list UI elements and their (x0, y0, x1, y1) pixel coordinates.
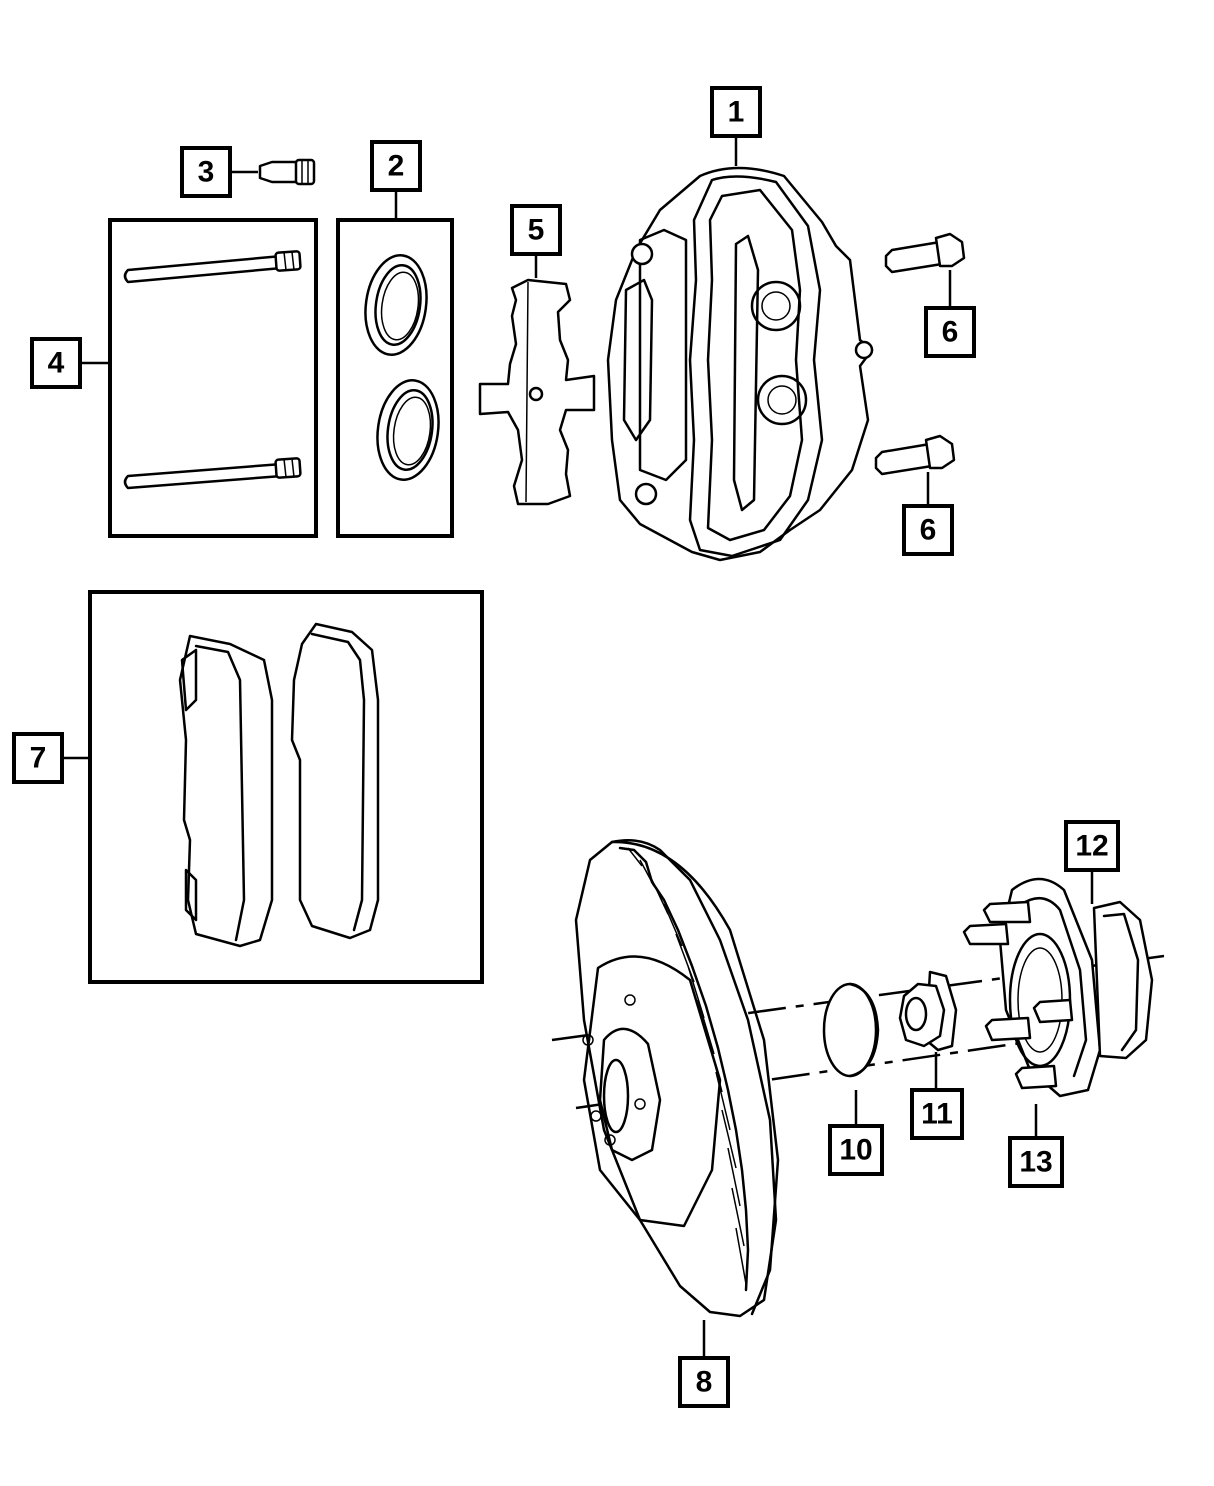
callout-7: 7 (12, 732, 64, 784)
callout-13-label: 13 (1019, 1146, 1052, 1179)
brake-pads (178, 622, 380, 948)
wheel-studs (962, 900, 1074, 1136)
callout-1-label: 1 (728, 96, 745, 129)
callout-3: 3 (180, 146, 232, 198)
hub-nut (898, 970, 958, 1088)
pin-kit-frame (82, 218, 318, 538)
guide-pins (123, 250, 302, 490)
callout-7-label: 7 (30, 742, 47, 775)
caliper-bolt-upper (884, 232, 966, 306)
callout-1: 1 (710, 86, 762, 138)
callout-12-label: 12 (1075, 830, 1108, 863)
callout-6-upper: 6 (924, 306, 976, 358)
callout-2-label: 2 (388, 150, 405, 183)
bleeder-screw (232, 158, 316, 186)
callout-6-lower: 6 (902, 504, 954, 556)
callout-8: 8 (678, 1356, 730, 1408)
callout-2: 2 (370, 140, 422, 192)
piston-seals (364, 254, 440, 481)
callout-3-label: 3 (198, 156, 215, 189)
caliper (606, 136, 874, 562)
callout-10-label: 10 (839, 1134, 872, 1167)
seal-kit-frame (336, 190, 454, 538)
brake-rotor (574, 839, 780, 1356)
callout-13: 13 (1008, 1136, 1064, 1188)
callout-4-label: 4 (48, 347, 65, 380)
callout-10: 10 (828, 1124, 884, 1176)
callout-6-lower-label: 6 (920, 514, 937, 547)
callout-5-label: 5 (528, 214, 545, 247)
callout-11-label: 11 (921, 1098, 953, 1131)
wheel-hub-bearing (998, 872, 1154, 1098)
callout-4: 4 (30, 337, 82, 389)
callout-12: 12 (1064, 820, 1120, 872)
callout-5: 5 (510, 204, 562, 256)
pad-kit-frame (64, 590, 484, 984)
anti-rattle-clip (478, 256, 596, 506)
caliper-bolt-lower (874, 434, 956, 504)
callout-8-label: 8 (696, 1366, 713, 1399)
callout-6-upper-label: 6 (942, 316, 959, 349)
dust-cap (822, 982, 880, 1124)
callout-11: 11 (910, 1088, 964, 1140)
